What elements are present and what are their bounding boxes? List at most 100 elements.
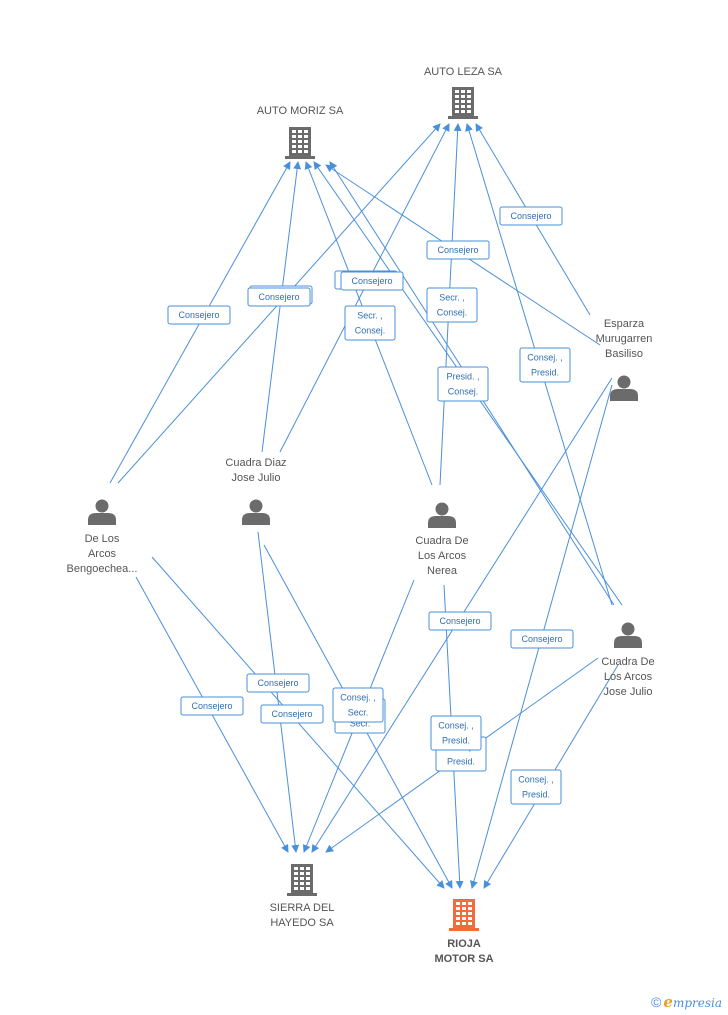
edge-label-box xyxy=(430,715,482,751)
edge-label[interactable]: Consejero xyxy=(180,696,244,716)
edge-label-text: Consejero xyxy=(439,616,480,626)
edge-label-box xyxy=(340,271,404,291)
node-label: Jose Julio xyxy=(232,472,281,484)
node-label: AUTO MORIZ SA xyxy=(257,105,344,117)
edge-label[interactable]: Consejero xyxy=(426,240,490,260)
edge-label-box xyxy=(426,240,490,260)
edge-label-text: Consej. , xyxy=(340,693,376,703)
edge-label-text: Consej. xyxy=(437,308,468,318)
edge-label[interactable]: Presid. , Consej. xyxy=(437,366,489,402)
building-icon xyxy=(287,864,317,896)
edge-label[interactable]: Consej. , Presid. xyxy=(430,715,482,751)
building-icon xyxy=(448,87,478,119)
node-label: RIOJA xyxy=(447,938,481,950)
edge-label-box xyxy=(510,629,574,649)
edge-label[interactable]: Consejero xyxy=(428,611,492,631)
edge-label-text: Consejero xyxy=(351,276,392,286)
node-label: Cuadra De xyxy=(601,656,654,668)
node-label: Los Arcos xyxy=(604,671,653,683)
edge-label-text: Presid. , xyxy=(446,372,479,382)
edge-label-box xyxy=(499,206,563,226)
edge-label-text: Consej. , xyxy=(438,721,474,731)
node-rioja[interactable]: RIOJA MOTOR SA xyxy=(434,899,494,965)
edge-label-text: Consejero xyxy=(178,310,219,320)
edge-label-text: Consejero xyxy=(257,678,298,688)
person-icon xyxy=(614,622,642,648)
edge-label-box xyxy=(437,366,489,402)
edge-label-box xyxy=(247,287,311,307)
node-label: SIERRA DEL xyxy=(270,902,335,914)
edge-label-text: Consej. , xyxy=(527,353,563,363)
nodes-layer: AUTO MORIZ SA AUTO LEZA SA EsparzaMurugarr… xyxy=(67,66,655,965)
building-icon xyxy=(449,899,479,931)
edge-label[interactable]: Consej. , Secr. xyxy=(332,687,384,723)
node-label: Cuadra Diaz xyxy=(225,457,286,469)
edge-label-text: Secr. xyxy=(348,708,369,718)
edge-label-box xyxy=(428,611,492,631)
edge-label-text: Consejero xyxy=(191,701,232,711)
edge-label-text: Presid. xyxy=(442,736,470,746)
edge-label[interactable]: Consej. , Presid. xyxy=(519,347,571,383)
node-label: Nerea xyxy=(427,565,458,577)
edge-label-text: Consej. , xyxy=(518,775,554,785)
node-label: Los Arcos xyxy=(418,550,467,562)
edge-label-text: Presid. xyxy=(531,368,559,378)
node-label: Bengoechea... xyxy=(67,563,138,575)
node-label: HAYEDO SA xyxy=(270,917,334,929)
edge-label-box xyxy=(180,696,244,716)
edge-label[interactable]: Consejero xyxy=(167,305,231,325)
node-label: MOTOR SA xyxy=(434,953,493,965)
edge-label-box xyxy=(260,704,324,724)
edge-label[interactable]: Consejero xyxy=(247,287,311,307)
person-icon xyxy=(242,499,270,525)
edge-label[interactable]: Secr. , Consej. xyxy=(426,287,478,323)
edge-label-text: Consejero xyxy=(271,709,312,719)
node-label: Murugarren xyxy=(596,333,653,345)
edge-label[interactable]: Consejero xyxy=(260,704,324,724)
edge-label-text: Consej. xyxy=(448,387,479,397)
node-de-los-arcos[interactable]: De LosArcosBengoechea... xyxy=(67,499,138,576)
node-auto-moriz[interactable]: AUTO MORIZ SA xyxy=(257,105,344,159)
edge-label-text: Consejero xyxy=(521,634,562,644)
edge-label[interactable]: Secr. ,Consej. xyxy=(344,305,396,341)
edge-label-text: Consejero xyxy=(258,292,299,302)
node-label: Esparza xyxy=(604,318,645,330)
edge-label-text: Consejero xyxy=(510,211,551,221)
edge-label-text: Secr. , xyxy=(357,311,383,321)
edge-label-box xyxy=(167,305,231,325)
node-auto-leza[interactable]: AUTO LEZA SA xyxy=(424,66,503,119)
edge-label[interactable]: Consejero xyxy=(340,271,404,291)
node-sierra[interactable]: SIERRA DEL HAYEDO SA xyxy=(270,864,335,929)
edge-label[interactable]: Consejero xyxy=(246,673,310,693)
edge-label-text: Secr. , xyxy=(439,293,465,303)
edge-label[interactable]: Consejero xyxy=(499,206,563,226)
copyright-symbol: © xyxy=(651,994,662,1010)
building-icon xyxy=(285,127,315,159)
edge-label-text: Secr. xyxy=(350,719,371,729)
edge-label-box xyxy=(344,305,396,341)
copyright-notice[interactable]: ©empresia xyxy=(651,993,722,1011)
edge-label-text: Presid. xyxy=(522,790,550,800)
edge-label-text: Consejero xyxy=(437,245,478,255)
node-label: Arcos xyxy=(88,548,117,560)
edge-label-box xyxy=(519,347,571,383)
edge-label[interactable]: Consej. , Presid. xyxy=(510,769,562,805)
edge-cuadra_diaz-to-auto_moriz xyxy=(261,161,302,453)
edge-label-text: Presid. xyxy=(447,757,475,767)
edge-label-box xyxy=(332,687,384,723)
node-label: AUTO LEZA SA xyxy=(424,66,503,78)
node-label: Jose Julio xyxy=(604,686,653,698)
person-icon xyxy=(88,499,116,525)
node-label: Cuadra De xyxy=(415,535,468,547)
node-label: Basiliso xyxy=(605,348,643,360)
edge-label-box xyxy=(510,769,562,805)
node-label: De Los xyxy=(85,533,120,545)
edge-label[interactable]: Consejero xyxy=(510,629,574,649)
edge-label-box xyxy=(246,673,310,693)
